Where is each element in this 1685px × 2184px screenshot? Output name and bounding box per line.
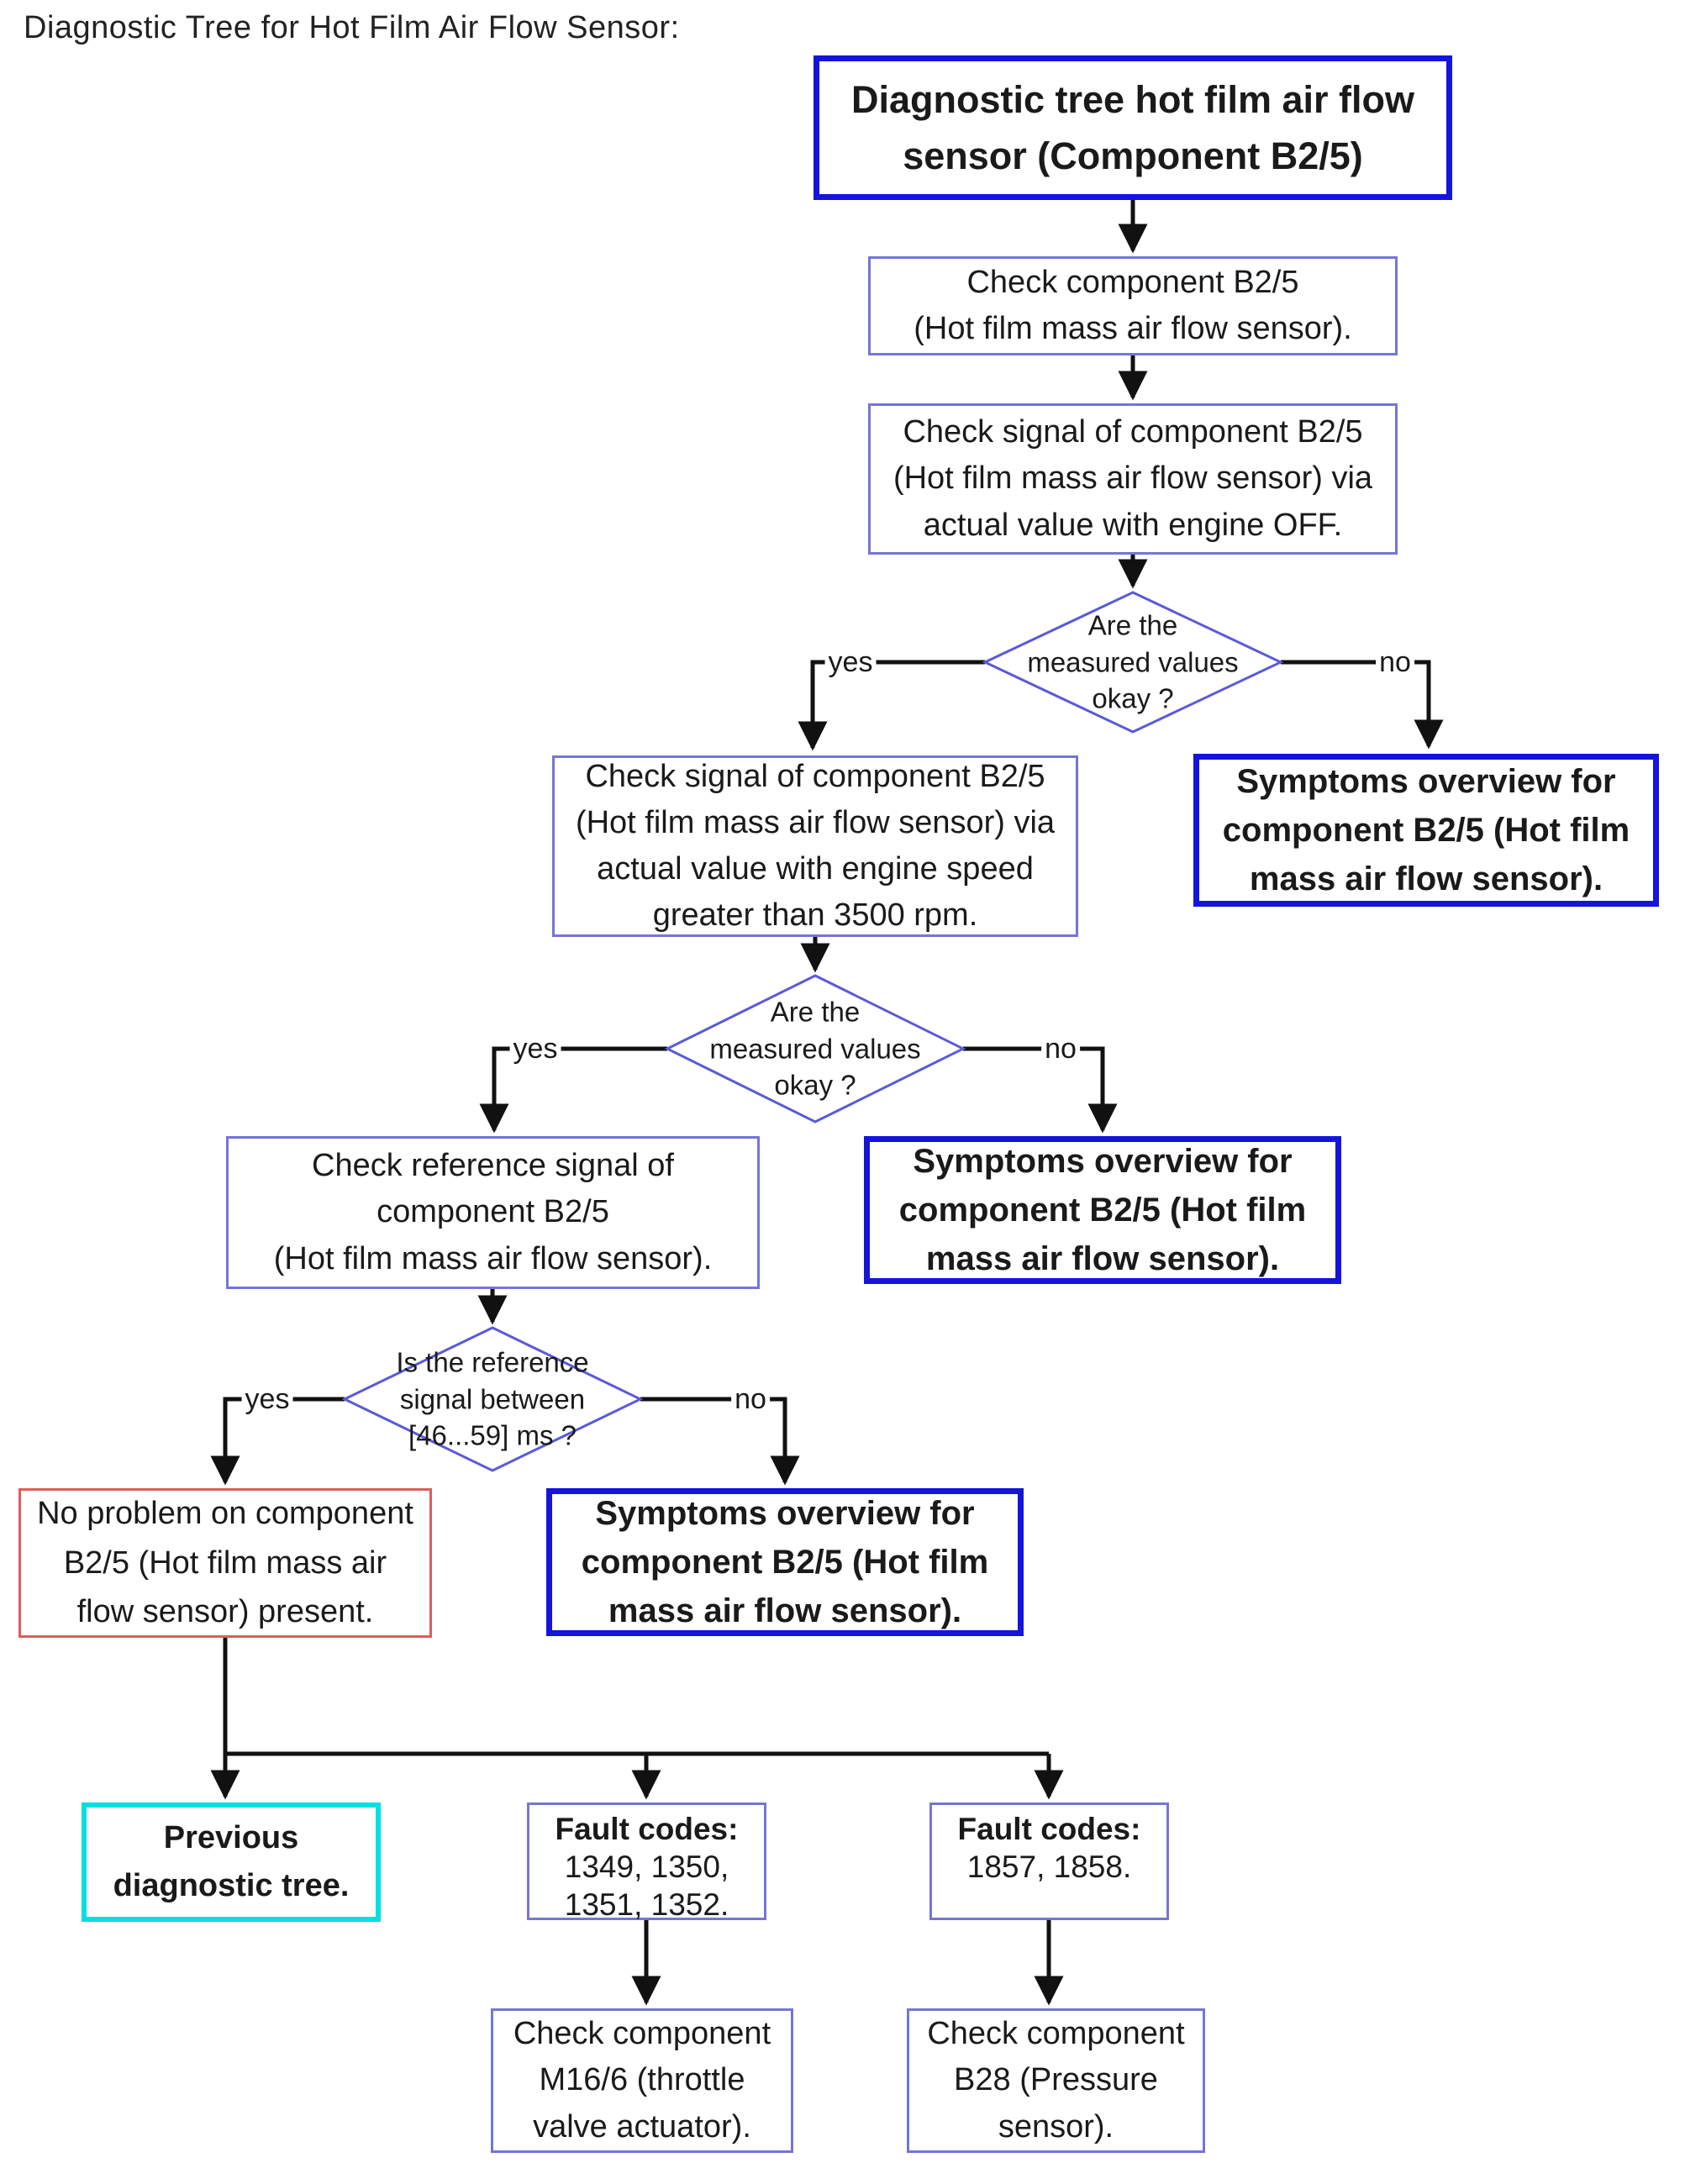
page-title: Diagnostic Tree for Hot Film Air Flow Se…: [24, 10, 680, 45]
node-symptoms-overview-1: Symptoms overview for component B2/5 (Ho…: [1193, 754, 1659, 907]
node-symptoms-overview-3: Symptoms overview for component B2/5 (Ho…: [546, 1488, 1024, 1636]
node-check-component: Check component B2/5 (Hot film mass air …: [868, 256, 1398, 355]
arrow-decision2-no: [963, 1046, 1118, 1134]
node-check-signal-engine-off: Check signal of component B2/5 (Hot film…: [868, 403, 1398, 555]
decision-diamond-3: [341, 1326, 644, 1472]
node-check-signal-3500rpm: Check signal of component B2/5 (Hot film…: [552, 755, 1078, 937]
decision-measured-values-1-text: Are the measured values okay ?: [1027, 609, 1239, 714]
decision-measured-values-2-text: Are the measured values okay ?: [709, 996, 921, 1101]
decision-diamond-2: [664, 974, 966, 1124]
node-root: Diagnostic tree hot film air flow sensor…: [814, 55, 1452, 200]
arrow-decision3-yes: [210, 1397, 345, 1486]
fault-codes-2-label: Fault codes:: [957, 1812, 1141, 1846]
label-no-1: no: [1376, 646, 1414, 678]
arrow-decision1-yes: [798, 660, 985, 751]
node-no-problem: No problem on component B2/5 (Hot film m…: [18, 1488, 432, 1638]
node-fault-codes-2: Fault codes: 1857, 1858.: [929, 1802, 1169, 1920]
fault-codes-1-values: 1349, 1350, 1351, 1352.: [564, 1850, 729, 1923]
fault-codes-2-values: 1857, 1858.: [966, 1850, 1132, 1885]
fault-codes-1-label: Fault codes:: [555, 1812, 739, 1846]
node-check-b28: Check component B28 (Pressure sensor).: [907, 2008, 1205, 2153]
label-yes-3: yes: [241, 1383, 293, 1415]
decision-reference-signal-text: Is the reference signal between [46...59…: [396, 1346, 589, 1451]
node-fault-codes-1: Fault codes: 1349, 1350, 1351, 1352.: [527, 1802, 766, 1923]
node-check-reference-signal: Check reference signal of component B2/5…: [226, 1136, 760, 1289]
arrow-decision2-yes: [479, 1046, 667, 1134]
label-no-3: no: [731, 1383, 770, 1415]
arrow-decision3-no: [640, 1397, 800, 1486]
arrow-decision1-no: [1281, 660, 1444, 750]
connector-no-problem-branch: [223, 1638, 1049, 1756]
node-check-m16-6: Check component M16/6 (throttle valve ac…: [491, 2008, 793, 2153]
label-no-2: no: [1041, 1033, 1080, 1065]
label-yes-1: yes: [824, 646, 877, 678]
label-yes-2: yes: [509, 1033, 561, 1065]
node-previous-diagnostic-tree: Previous diagnostic tree.: [82, 1802, 381, 1922]
node-symptoms-overview-2: Symptoms overview for component B2/5 (Ho…: [864, 1136, 1341, 1284]
decision-diamond-1: [982, 591, 1284, 734]
